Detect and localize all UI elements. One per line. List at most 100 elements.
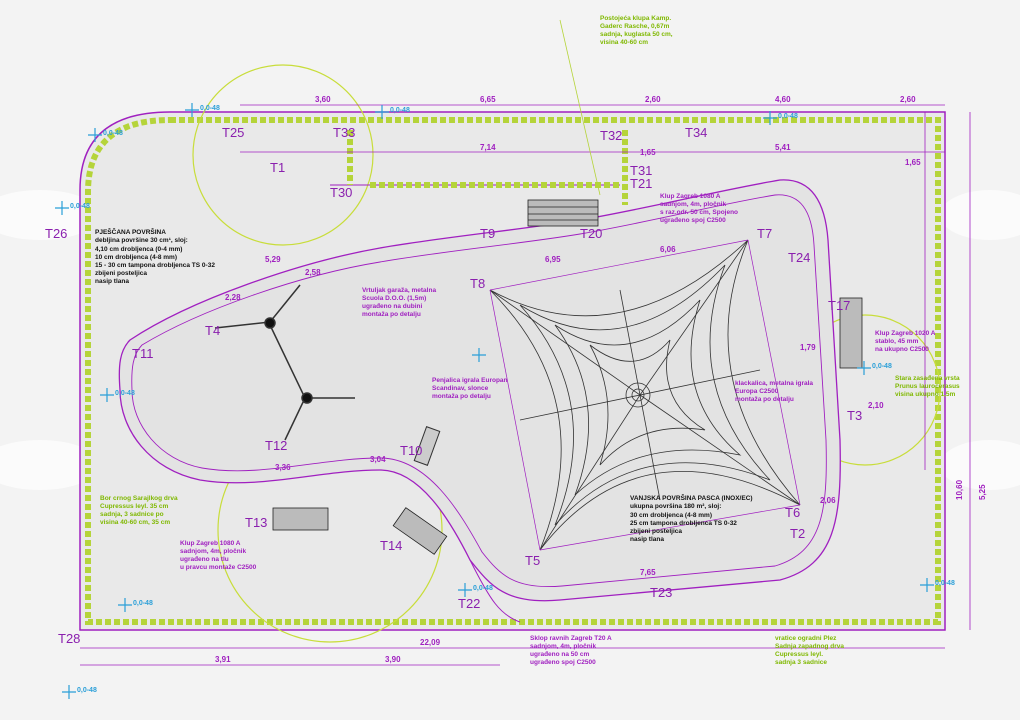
svg-text:Sadnja zapadnog drva: Sadnja zapadnog drva [775,643,844,650]
dim-misc-4: 6,06 [660,245,676,254]
svg-text:30 cm drobljenca (4-8 mm): 30 cm drobljenca (4-8 mm) [630,512,712,519]
tag-t11: T11 [132,346,153,361]
svg-text:0,0-48: 0,0-48 [872,363,892,370]
svg-text:Bor crnog Sarajlkog drva: Bor crnog Sarajlkog drva [100,495,178,502]
svg-text:ugrađeno spoj C2500: ugrađeno spoj C2500 [530,659,596,666]
svg-text:nasip tlana: nasip tlana [630,536,664,543]
dim-inner-2: 5,41 [775,143,791,152]
svg-text:ukupna površina 180 m², sloj:: ukupna površina 180 m², sloj: [630,503,721,510]
svg-text:sadnja, 3 sadnice po: sadnja, 3 sadnice po [100,511,164,518]
svg-text:Cupressus leyl.: Cupressus leyl. [775,651,823,658]
tag-t23: T23 [650,585,672,600]
svg-text:0,0-48: 0,0-48 [70,203,90,210]
svg-text:montaža po detalju: montaža po detalju [362,311,421,318]
tag-t14: T14 [380,538,402,553]
svg-text:15 - 30 cm tampona drobljenca: 15 - 30 cm tampona drobljenca TS 0-32 [95,262,215,269]
svg-text:Klup Zagreb 1080 A: Klup Zagreb 1080 A [660,193,721,200]
dim-misc-6: 3,36 [275,463,291,472]
svg-text:stablo, 45 mm: stablo, 45 mm [875,338,919,345]
dim-misc-1: 2,58 [305,268,321,277]
svg-text:sadnjom, 4m, pločnik: sadnjom, 4m, pločnik [660,201,726,208]
svg-text:Europa C2500: Europa C2500 [735,388,779,395]
svg-text:Klup Zagreb 1020 A: Klup Zagreb 1020 A [875,330,936,337]
hedge-verticals [347,130,628,205]
tag-t9: T9 [480,226,495,241]
svg-text:nasip tlana: nasip tlana [95,278,129,285]
tag-t20: T20 [580,226,602,241]
dim-right-2: 5,25 [978,484,987,500]
svg-text:10 cm drobljenca (4-8 mm): 10 cm drobljenca (4-8 mm) [95,254,177,261]
tag-t3: T3 [847,408,862,423]
svg-text:0,0-48: 0,0-48 [200,105,220,112]
svg-text:na ukupno C2500: na ukupno C2500 [875,346,929,353]
svg-text:4,10 cm drobljenca (0-4 mm): 4,10 cm drobljenca (0-4 mm) [95,246,182,253]
svg-text:Vrtuljak garaža, metalna: Vrtuljak garaža, metalna [362,287,436,294]
dim-misc-8: 7,65 [640,568,656,577]
dim-top-4: 4,60 [775,95,791,104]
dim-top-2: 6,65 [480,95,496,104]
spinner-play-equipment [214,284,355,441]
level-markers [55,103,934,699]
dim-misc-9: 1,79 [800,343,816,352]
svg-text:0,0-48: 0,0-48 [77,687,97,694]
svg-text:Gaderc Rasche, 0,67m: Gaderc Rasche, 0,67m [600,23,670,30]
tag-t5: T5 [525,553,540,568]
dim-top-3: 2,60 [645,95,661,104]
svg-text:visina ukupno 1,5m: visina ukupno 1,5m [895,391,956,398]
svg-text:ugrađeno na tlu: ugrađeno na tlu [180,556,229,563]
dim-bottom-3: 3,90 [385,655,401,664]
svg-text:VANJSKA POVRŠINA PASCA (INOX/E: VANJSKA POVRŠINA PASCA (INOX/EC) [630,493,753,502]
tag-t30: T30 [330,185,352,200]
tag-t17: T17 [828,298,850,313]
legend-rubber-surface: VANJSKA POVRŠINA PASCA (INOX/EC) ukupna … [630,493,753,543]
dim-top-5: 2,60 [900,95,916,104]
tag-t7: T7 [757,226,772,241]
tag-t25: T25 [222,125,244,140]
svg-text:Stara zasađena vrsta: Stara zasađena vrsta [895,375,960,382]
svg-text:Sklop ravnih Zagreb T20 A: Sklop ravnih Zagreb T20 A [530,635,612,642]
tag-t1: T1 [270,160,285,175]
dim-misc-10: 2,06 [820,496,836,505]
dim-inner-3: 1,65 [640,148,656,157]
dim-right-1: 10,60 [955,479,964,500]
tag-t33: T33 [333,125,355,140]
svg-text:Postojeća klupa Kamp.: Postojeća klupa Kamp. [600,15,671,22]
tag-t10: T10 [400,443,422,458]
svg-text:Penjalica igrala Europan: Penjalica igrala Europan [432,377,508,384]
svg-text:0,0-48: 0,0-48 [778,113,798,120]
background-shapes [0,190,1020,490]
svg-text:25 cm tampona drobljenca TS 0-: 25 cm tampona drobljenca TS 0-32 [630,520,737,527]
svg-text:zbijeni posteljica: zbijeni posteljica [630,528,682,535]
tag-t13: T13 [245,515,267,530]
svg-text:vratice ogradni Plez: vratice ogradni Plez [775,635,837,642]
svg-text:sadnja, kuglasta 50 cm,: sadnja, kuglasta 50 cm, [600,31,673,38]
tag-t6: T6 [785,505,800,520]
svg-text:ugrađeno spoj C2500: ugrađeno spoj C2500 [660,217,726,224]
note-top-green: Postojeća klupa Kamp.Gaderc Rasche, 0,67… [600,15,673,46]
tag-t8: T8 [470,276,485,291]
svg-text:sadnjom, 4m, pločnik: sadnjom, 4m, pločnik [180,548,246,555]
tag-t32: T32 [600,128,622,143]
svg-text:ugrađeno na dubini: ugrađeno na dubini [362,303,422,310]
tag-t22: T22 [458,596,480,611]
svg-text:debljina površine 30 cm¹, sloj: debljina površine 30 cm¹, sloj: [95,237,188,244]
tag-t2: T2 [790,526,805,541]
tag-t34: T34 [685,125,707,140]
svg-text:sadnjom, 4m, pločnik: sadnjom, 4m, pločnik [530,643,596,650]
slide-equipment [413,426,441,466]
svg-text:0,0-48: 0,0-48 [390,107,410,114]
tag-t4: T4 [205,323,220,338]
svg-text:0,0-48: 0,0-48 [133,600,153,607]
svg-text:klackalica, metalna igrala: klackalica, metalna igrala [735,380,813,387]
tag-t12: T12 [265,438,287,453]
dimension-lines [80,104,971,666]
svg-text:Cupressus leyl. 35 cm: Cupressus leyl. 35 cm [100,503,169,510]
dim-bottom-1: 22,09 [420,638,441,647]
